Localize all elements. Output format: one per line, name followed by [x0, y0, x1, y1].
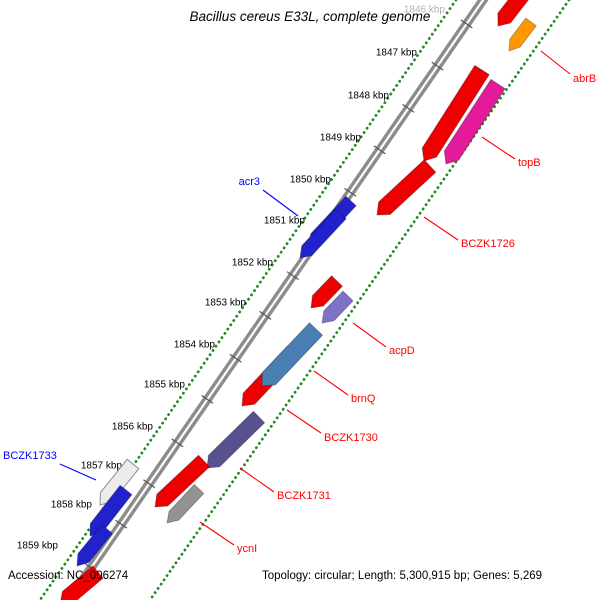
tick-label: 1851 kbp	[264, 216, 306, 227]
label-leader-BCZK1730	[286, 409, 322, 434]
tick-label: 1857 kbp	[81, 461, 123, 472]
label-leader-BCZK1731	[239, 467, 275, 493]
gene-arrow-cds-c[interactable]	[310, 275, 344, 309]
label-leader-brnQ	[313, 370, 349, 396]
tick-label: 1854 kbp	[174, 340, 216, 351]
gene-label-acpD[interactable]: acpD	[389, 345, 415, 357]
tick-mark	[431, 61, 444, 71]
tick-label: 1848 kbp	[348, 91, 390, 102]
gene-label-BCZK1726[interactable]: BCZK1726	[461, 238, 515, 250]
tick-label: 1852 kbp	[232, 258, 274, 269]
gene-arrow-cds-h[interactable]	[60, 565, 104, 600]
tick-mark	[259, 310, 272, 320]
tick-mark	[286, 271, 299, 281]
gene-label-abrB[interactable]: abrB	[573, 73, 596, 85]
tick-mark	[171, 438, 184, 448]
tick-mark	[229, 353, 242, 363]
gene-label-BCZK1730[interactable]: BCZK1730	[324, 432, 378, 444]
gene-arrow-cds-g[interactable]	[76, 523, 114, 567]
label-leader-topB	[481, 136, 516, 160]
tick-mark	[460, 19, 473, 29]
tick-label: 1849 kbp	[320, 133, 362, 144]
gene-label-topB[interactable]: topB	[518, 157, 541, 169]
gene-arrow-BCZK1731[interactable]	[206, 410, 266, 469]
tick-mark	[115, 519, 128, 529]
gene-arrow-cds-d[interactable]	[154, 454, 211, 508]
tick-label: 1859 kbp	[17, 541, 59, 552]
gene-label-ycnI[interactable]: ycnI	[237, 543, 257, 555]
label-leader-BCZK1733	[59, 463, 97, 481]
gene-label-acr3[interactable]: acr3	[239, 176, 260, 188]
tick-label: 1853 kbp	[205, 298, 247, 309]
gene-arrow-abrB[interactable]	[508, 17, 537, 52]
accession-text: Accession: NC_006274	[8, 570, 129, 582]
topology-text: Topology: circular; Length: 5,300,915 bp…	[262, 570, 543, 582]
tick-mark	[402, 103, 415, 113]
gene-arrow-BCZK1726[interactable]	[376, 159, 437, 216]
gene-arrow-brnQ[interactable]	[261, 322, 324, 387]
tick-label: 1846 kbp	[404, 5, 446, 16]
gene-arrow-ycnI[interactable]	[166, 483, 205, 524]
gene-arrow-acpD[interactable]	[321, 290, 354, 324]
tick-label: 1855 kbp	[144, 380, 186, 391]
gene-arrow-cds-a[interactable]	[497, 0, 547, 27]
gene-arrow-acr3-b[interactable]	[299, 208, 347, 259]
gc-ring-outer-dotted-line	[148, 0, 571, 600]
label-leader-acpD	[352, 322, 387, 348]
label-leader-BCZK1726	[423, 216, 459, 241]
gene-label-BCZK1731[interactable]: BCZK1731	[277, 490, 331, 502]
tick-mark	[143, 479, 156, 489]
gene-arrow-topB[interactable]	[443, 78, 506, 165]
tick-mark	[373, 145, 386, 155]
tick-mark	[344, 187, 357, 197]
tick-label: 1858 kbp	[51, 500, 93, 511]
tick-mark	[201, 394, 214, 404]
tick-label: 1850 kbp	[290, 175, 332, 186]
gene-label-BCZK1733[interactable]: BCZK1733	[3, 450, 57, 462]
label-leader-ycnI	[199, 521, 235, 546]
map-title: Bacillus cereus E33L, complete genome	[189, 9, 431, 24]
gene-arrow-cds-b[interactable]	[421, 64, 490, 162]
label-leader-abrB	[540, 50, 571, 75]
tick-label: 1847 kbp	[376, 48, 418, 59]
tick-label: 1856 kbp	[112, 422, 154, 433]
gene-label-brnQ[interactable]: brnQ	[351, 393, 376, 405]
label-leader-acr3	[262, 189, 299, 217]
backbone-strand-gap	[67, 0, 485, 600]
